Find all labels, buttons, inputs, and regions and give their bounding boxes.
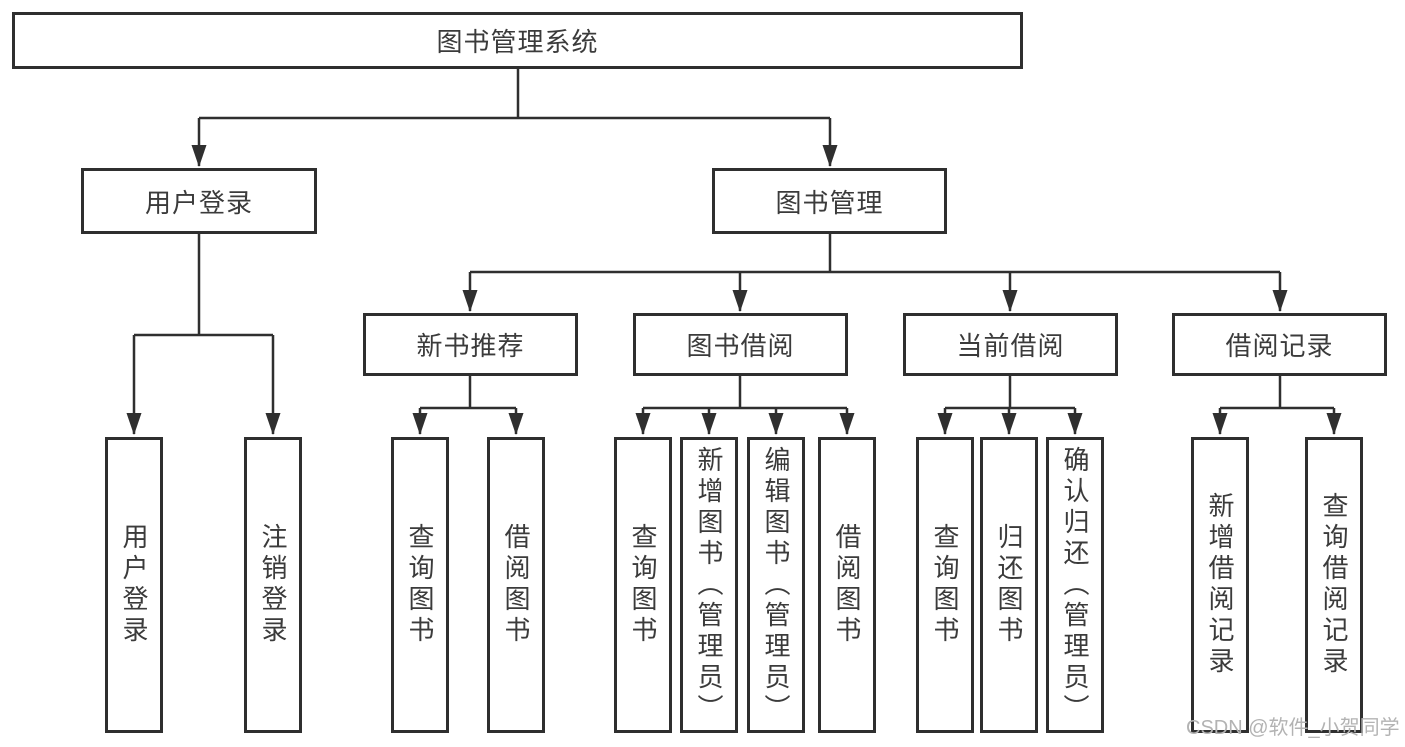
node-leaf-query-books-1-label: 查询图书 [405,523,435,647]
node-leaf-confirm-return-admin: 确认归还（管理员） [1046,437,1104,733]
node-book-borrowing: 图书借阅 [633,313,848,376]
node-leaf-add-borrow-record: 新增借阅记录 [1191,437,1249,733]
node-leaf-add-books-admin-label: 新增图书（管理员） [694,445,724,725]
node-leaf-user-login: 用户登录 [105,437,163,733]
node-leaf-confirm-return-admin-label: 确认归还（管理员） [1060,445,1090,725]
node-leaf-return-books: 归还图书 [980,437,1038,733]
node-leaf-query-books-1: 查询图书 [391,437,449,733]
node-new-book-recommend-label: 新书推荐 [416,331,525,361]
node-library-system: 图书管理系统 [12,12,1023,69]
node-book-borrowing-label: 图书借阅 [686,331,795,361]
node-leaf-logout-label: 注销登录 [258,523,288,647]
node-leaf-query-borrow-record-label: 查询借阅记录 [1319,492,1349,678]
node-leaf-borrow-books-2: 借阅图书 [818,437,876,733]
node-book-management-label: 图书管理 [775,187,884,218]
node-leaf-logout: 注销登录 [244,437,302,733]
node-current-borrowing: 当前借阅 [903,313,1118,376]
node-leaf-borrow-books-1-label: 借阅图书 [501,523,531,647]
node-current-borrowing-label: 当前借阅 [956,331,1065,361]
node-user-login: 用户登录 [81,168,317,234]
node-leaf-add-books-admin: 新增图书（管理员） [680,437,738,733]
node-library-system-label: 图书管理系统 [436,27,599,57]
node-leaf-query-borrow-record: 查询借阅记录 [1305,437,1363,733]
node-leaf-query-books-2-label: 查询图书 [628,523,658,647]
node-leaf-borrow-books-2-label: 借阅图书 [832,523,862,647]
node-new-book-recommend: 新书推荐 [363,313,578,376]
node-leaf-user-login-label: 用户登录 [119,523,149,647]
node-borrow-records-label: 借阅记录 [1225,331,1334,361]
node-leaf-query-books-2: 查询图书 [614,437,672,733]
node-leaf-borrow-books-1: 借阅图书 [487,437,545,733]
node-leaf-return-books-label: 归还图书 [994,523,1024,647]
csdn-watermark: CSDN @软件_小贺同学 [1186,717,1400,739]
node-borrow-records: 借阅记录 [1172,313,1387,376]
node-leaf-edit-books-admin-label: 编辑图书（管理员） [761,445,791,725]
node-user-login-label: 用户登录 [144,187,253,218]
node-leaf-query-books-3-label: 查询图书 [930,523,960,647]
node-book-management: 图书管理 [712,168,947,234]
node-leaf-query-books-3: 查询图书 [916,437,974,733]
node-leaf-edit-books-admin: 编辑图书（管理员） [747,437,805,733]
node-leaf-add-borrow-record-label: 新增借阅记录 [1205,492,1235,678]
